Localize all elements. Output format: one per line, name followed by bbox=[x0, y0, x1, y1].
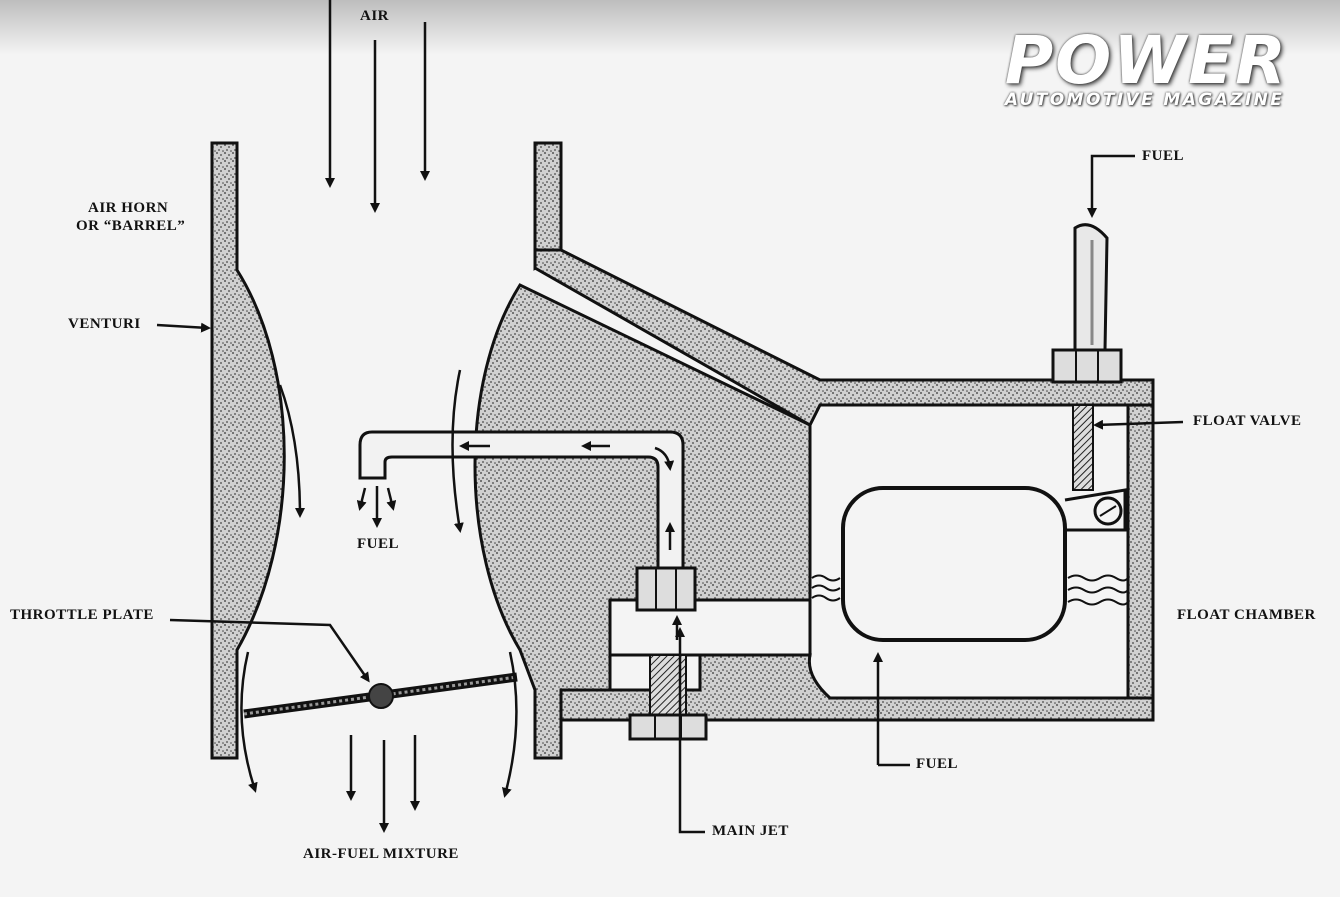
discharge-tube bbox=[358, 430, 685, 570]
drip-arrow-3 bbox=[386, 487, 397, 511]
drip-arrow-1 bbox=[356, 487, 367, 511]
label-float-chamber: FLOAT CHAMBER bbox=[1177, 607, 1316, 623]
tube-arrow-3 bbox=[654, 446, 675, 471]
label-venturi: VENTURI bbox=[68, 316, 141, 332]
flow-arrow-right-2 bbox=[501, 651, 518, 798]
brand-logo: POWER AUTOMOTIVE MAGAZINE bbox=[1004, 22, 1288, 111]
label-fuel-inlet: FUEL bbox=[1142, 148, 1185, 164]
brand-title: POWER bbox=[1004, 22, 1288, 99]
flow-arrow-right-1 bbox=[451, 369, 464, 533]
jet-upper-nut bbox=[635, 566, 697, 612]
flow-arrows bbox=[156, 0, 1184, 834]
label-throttle-plate: THROTTLE PLATE bbox=[10, 607, 154, 623]
float-needle bbox=[1072, 404, 1094, 491]
inlet-nut bbox=[1051, 348, 1123, 384]
float-chamber-right-wall bbox=[1126, 403, 1155, 722]
venturi-right-bulge bbox=[473, 283, 812, 760]
label-float-valve: FLOAT VALVE bbox=[1193, 413, 1302, 429]
throttle-leader bbox=[169, 618, 370, 683]
float-arm bbox=[1064, 488, 1127, 532]
label-air-horn: AIR HORN bbox=[88, 200, 169, 216]
flow-arrow-left-1 bbox=[278, 384, 305, 518]
float-chamber-body bbox=[559, 223, 1155, 722]
float-valve-leader bbox=[1093, 419, 1184, 430]
label-air-fuel-mixture: AIR-FUEL MIXTURE bbox=[303, 846, 459, 862]
label-air-horn-barrel: OR “BARREL” bbox=[76, 218, 186, 234]
flow-arrow-left-2 bbox=[240, 651, 258, 793]
label-main-jet: MAIN JET bbox=[712, 823, 789, 839]
brand-subtitle: AUTOMOTIVE MAGAZINE bbox=[1004, 90, 1285, 110]
label-air: AIR bbox=[360, 8, 390, 24]
fuel-level-right bbox=[1067, 574, 1129, 606]
top-smudge bbox=[0, 0, 1340, 55]
fuel-in-arrow bbox=[1087, 154, 1135, 218]
barrel-left-wall bbox=[210, 141, 286, 760]
label-fuel-chamber: FUEL bbox=[916, 756, 959, 772]
fuel-level-left bbox=[811, 574, 841, 602]
throttle-plate-group bbox=[243, 672, 518, 719]
main-jet-leader bbox=[675, 627, 705, 834]
barrel bbox=[210, 141, 1155, 760]
label-fuel-nozzle: FUEL bbox=[357, 536, 400, 552]
jet-lower-nut bbox=[628, 713, 708, 741]
venturi-leader bbox=[156, 322, 211, 333]
float bbox=[841, 486, 1067, 642]
throttle-shaft bbox=[368, 683, 394, 709]
